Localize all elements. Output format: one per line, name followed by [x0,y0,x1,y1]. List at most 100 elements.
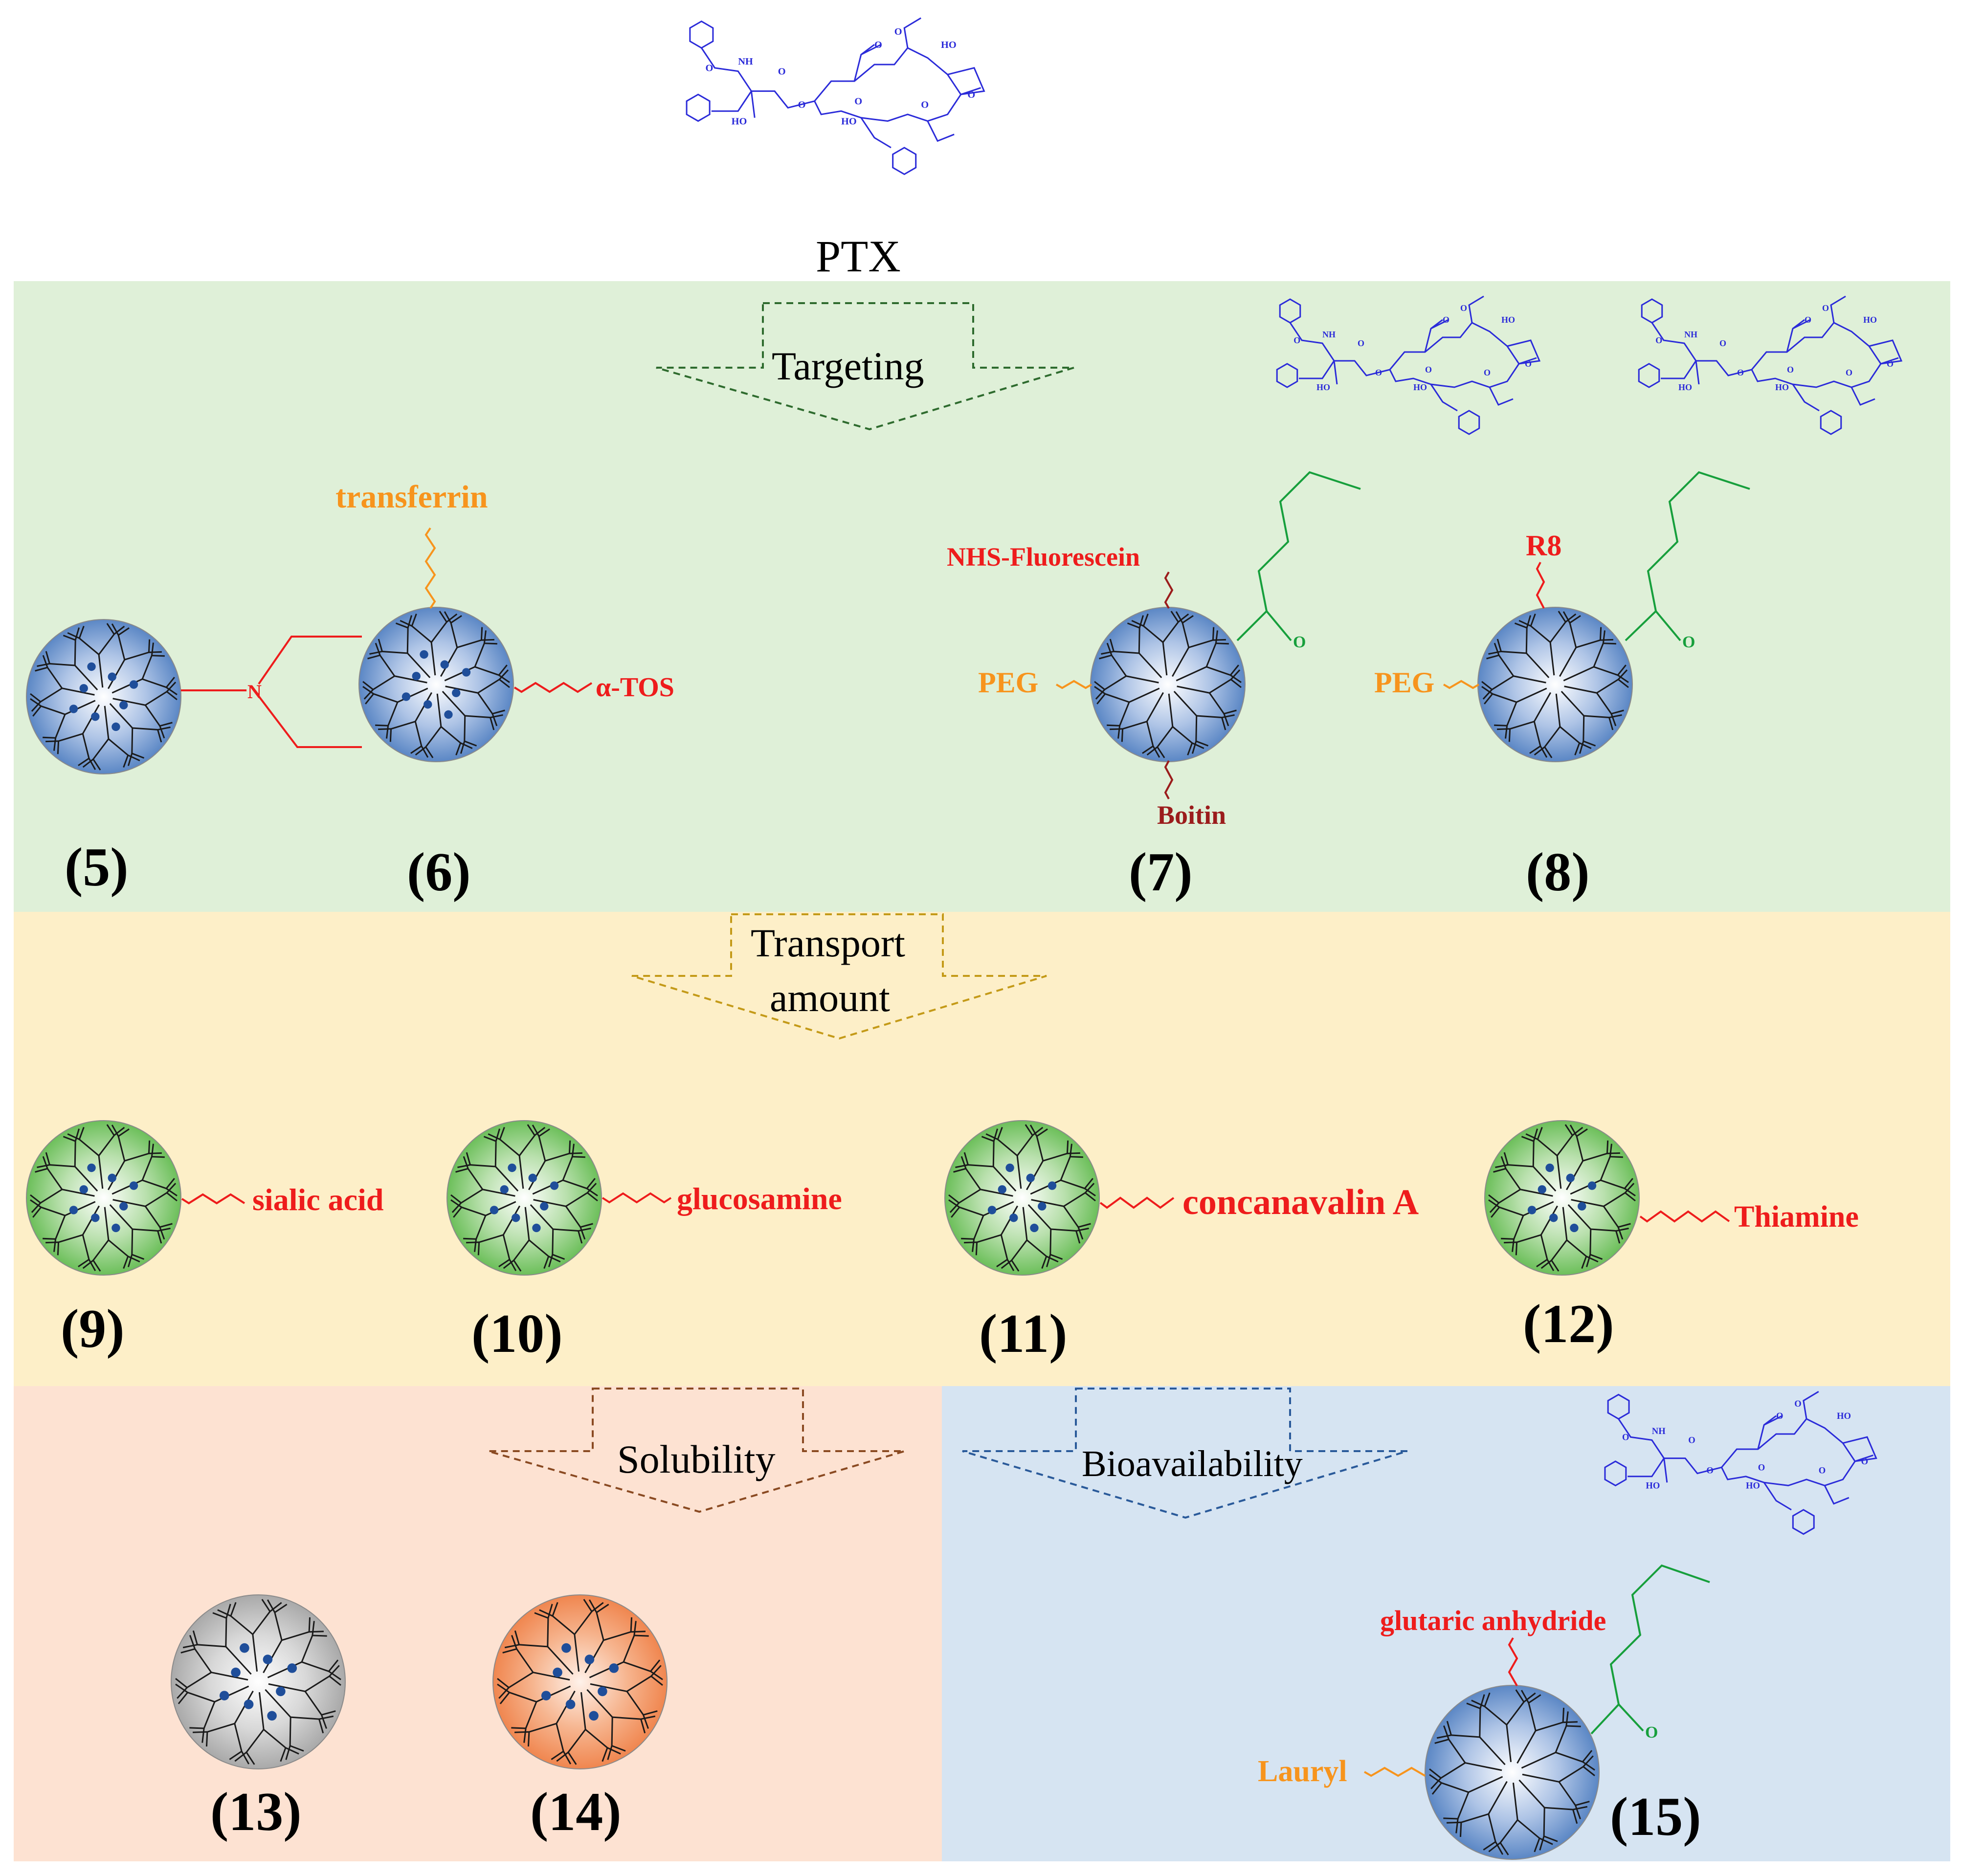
svg-text:O: O [967,89,975,100]
solubility-arrow [488,1388,905,1513]
glutaric-linker-c15-oxygen: O [1645,1723,1658,1742]
svg-text:NH: NH [1652,1426,1666,1436]
glutaric-linker-c15 [1590,1564,1710,1735]
nhs-fluorescein-label: NHS-Fluorescein [947,542,1140,572]
svg-text:HO: HO [1678,382,1692,392]
svg-text:NH: NH [738,56,753,67]
solubility-section [14,1386,942,1861]
svg-text:O: O [1622,1432,1629,1442]
svg-text:O: O [778,66,786,77]
glucosamine-tether [602,1192,672,1204]
svg-text:HO: HO [1863,315,1877,325]
svg-text:O: O [1737,368,1744,377]
peg-label-c8: PEG [1374,666,1435,699]
glutaric-anhydride-tether [1508,1637,1518,1686]
glutaric-linker-c8 [1625,471,1750,641]
svg-text:O: O [1443,315,1449,325]
thiamine-tether [1639,1210,1730,1223]
dendrimer-10 [446,1120,602,1276]
svg-text:HO: HO [1646,1481,1660,1491]
glutaric-linker-c7 [1236,471,1361,641]
dendrimer-9 [26,1120,181,1276]
svg-text:O: O [1861,1457,1868,1467]
transport-arrow [631,913,1047,1040]
svg-text:O: O [1375,368,1382,377]
svg-text:HO: HO [1501,315,1515,325]
compound-7-number: (7) [1129,842,1193,903]
svg-text:O: O [1846,368,1852,377]
thiamine-label: Thiamine [1734,1200,1859,1234]
alpha-tos-label: α-TOS [596,672,674,703]
peg-tether-c8 [1443,680,1480,689]
dendrimer-6 [358,607,514,762]
svg-text:O: O [1460,303,1467,313]
nitrogen-atom: N [247,681,262,703]
sialic-acid-tether [181,1193,245,1205]
concanavalin-a-tether [1099,1196,1175,1209]
svg-text:O: O [1293,335,1300,345]
svg-text:O: O [1425,365,1432,375]
glutaric-linker-c7-oxygen: O [1293,633,1306,651]
svg-text:O: O [798,99,806,110]
lauryl-tether [1363,1766,1426,1777]
dendrimer-15 [1425,1685,1600,1860]
glutaric-anhydride-label: glutaric anhydride [1380,1605,1606,1636]
dendrimer-13 [171,1594,346,1769]
dendrimer-7 [1090,607,1246,762]
glutaric-linker-c8-oxygen: O [1682,633,1695,651]
solubility-label: Solubility [617,1437,776,1481]
svg-text:O: O [1794,1399,1801,1409]
glucosamine-label: glucosamine [677,1181,842,1216]
svg-text:NH: NH [1684,330,1697,339]
nhs-fluorescein-tether [1164,572,1174,609]
svg-text:O: O [1819,1466,1826,1476]
lauryl-label: Lauryl [1258,1755,1347,1788]
peg-tether-c7 [1055,680,1092,689]
compound-15-number: (15) [1610,1787,1701,1847]
dendrimer-14 [492,1594,668,1769]
svg-text:O: O [1688,1435,1695,1446]
svg-text:NH: NH [1322,330,1336,339]
svg-text:HO: HO [1316,382,1330,392]
concanavalin-a-label: concanavalin A [1182,1182,1419,1222]
r8-tether [1536,562,1545,609]
svg-text:O: O [921,99,929,110]
compound-11-number: (11) [979,1303,1068,1364]
r8-label: R8 [1526,530,1562,562]
compound-14-number: (14) [530,1782,622,1842]
transferrin-tether [424,527,436,609]
svg-text:O: O [1484,368,1491,377]
svg-text:HO: HO [941,40,957,50]
svg-text:O: O [1525,359,1532,369]
svg-text:O: O [854,96,862,107]
alpha-tos-tether [513,682,593,693]
compound-8-number: (8) [1526,842,1590,903]
boitin-label: Boitin [1157,800,1226,830]
svg-text:HO: HO [1837,1411,1851,1421]
svg-text:HO: HO [1775,382,1789,392]
ptx-label: PTX [816,231,901,281]
svg-text:O: O [1758,1462,1765,1473]
bioavailability-arrow [962,1388,1408,1519]
targeting-label: Targeting [772,344,924,388]
compound-9-number: (9) [61,1299,125,1359]
svg-text:HO: HO [732,116,747,127]
dendrimer-5 [26,619,181,774]
compound-6-number: (6) [407,842,471,903]
svg-text:HO: HO [1413,382,1427,392]
svg-text:O: O [874,40,882,50]
svg-text:O: O [1787,365,1794,375]
boitin-tether [1164,760,1174,799]
svg-text:O: O [1776,1411,1783,1421]
dendrimer-8 [1477,607,1633,762]
transport-label-line2: amount [770,975,890,1020]
svg-text:O: O [1655,335,1662,345]
compound-13-number: (13) [210,1782,302,1842]
svg-text:HO: HO [841,116,857,127]
transport-label-line1: Transport [751,921,905,965]
dendrimer-11 [944,1120,1100,1276]
